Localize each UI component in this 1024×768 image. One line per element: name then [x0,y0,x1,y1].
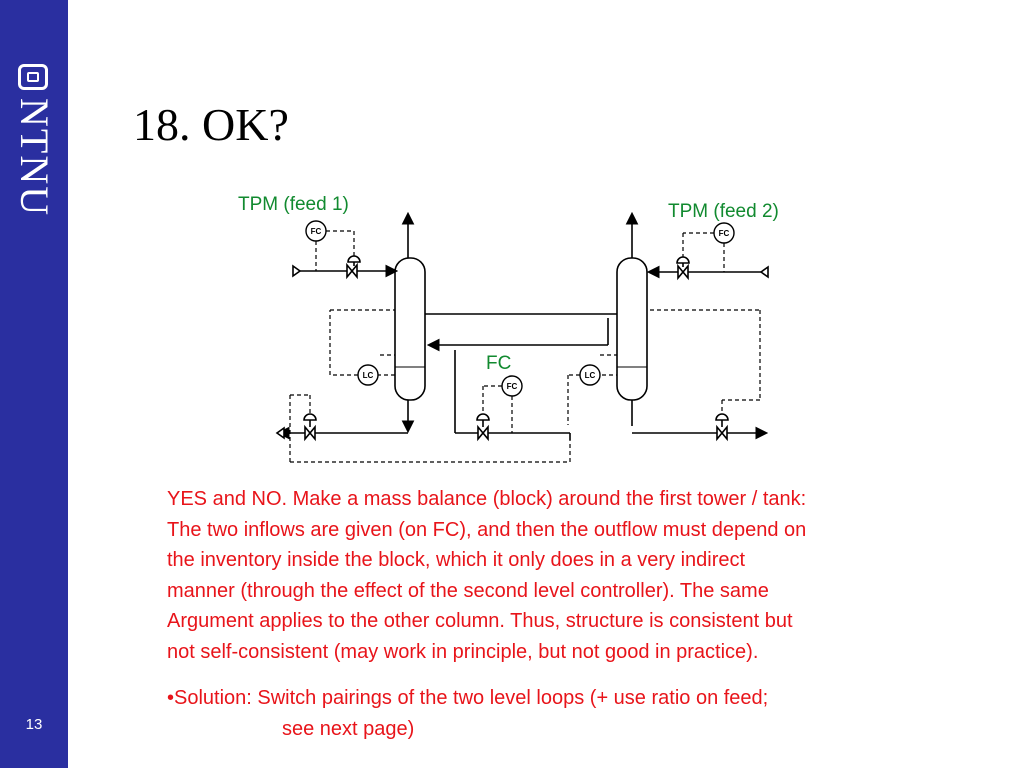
lc2-controller [579,364,601,386]
label-tpm-feed2: TPM (feed 2) [668,201,779,222]
answer-text: YES and NO. Make a mass balance (block) … [167,484,1007,744]
label-middle-fc: FC [486,353,512,374]
ntnu-logo-icon [18,64,48,90]
slide-title: 18. OK? [133,99,289,150]
fc2-controller [713,222,735,244]
answer-line: YES and NO. Make a mass balance (block) … [167,488,807,510]
brand-text: NTNU [12,98,57,218]
sidebar: NTNU 13 [0,0,68,768]
solution-line: •Solution: Switch pairings of the two le… [167,687,769,709]
fc-middle-controller [501,375,523,397]
answer-line: manner (through the effect of the second… [167,579,769,602]
answer-line: not self-consistent (may work in princip… [167,640,759,663]
label-tpm-feed1: TPM (feed 1) [238,194,349,215]
column-1 [394,257,426,401]
feed2-valve [677,263,689,281]
fc2-text: FC [719,229,730,238]
page-number: 13 [25,716,43,733]
middle-fc-valve [477,424,489,442]
column-2 [616,257,648,401]
feed1-valve [346,262,358,280]
answer-line: The two inflows are given (on FC), and t… [167,518,807,541]
lc1-text: LC [363,371,374,380]
solution-continuation: see next page) [282,717,415,740]
solution-line-2: see next page) [167,714,1007,745]
bottom2-valve [716,424,728,442]
bottom1-valve [304,424,316,442]
answer-line: Argument applies to the other column. Th… [167,610,793,632]
lc1-controller [357,364,379,386]
process-diagram: FC FC LC LC FC [275,211,769,463]
answer-line: the inventory inside the block, which it… [167,549,746,571]
fc1-controller [305,220,327,242]
lc2-text: LC [585,371,596,380]
fc1-text: FC [311,227,322,236]
fc-middle-text: FC [507,382,518,391]
